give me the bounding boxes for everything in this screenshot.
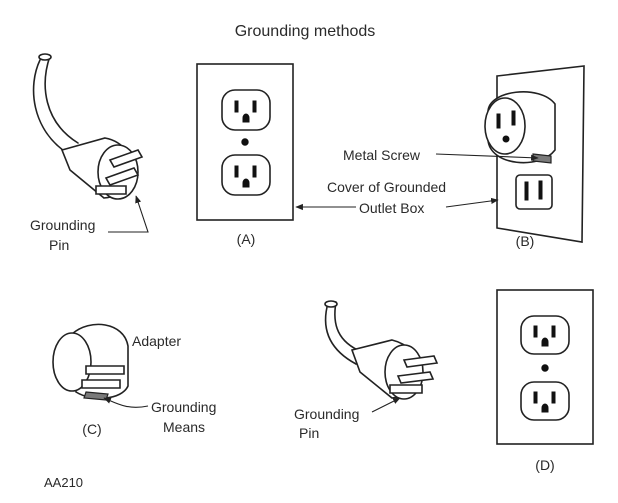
grounding-pin-label-right-2: Pin	[299, 425, 319, 441]
cover-label-2: Outlet Box	[359, 200, 424, 216]
plug-right-blade-bottom	[396, 371, 435, 384]
adapter-c	[52, 323, 129, 401]
adapter-b-slot-right	[511, 110, 516, 126]
outlet-d-top-ground-hole	[541, 337, 549, 347]
plug-right-blade-top	[402, 355, 439, 368]
grounding-means-label-1: Grounding	[151, 399, 216, 415]
outlet-d-receptacle-top	[520, 315, 570, 355]
adapter-c-ground-tab	[83, 391, 109, 401]
outlet-b-lower-slot-right	[538, 180, 543, 200]
outlet-a-top-slot-right	[252, 100, 257, 113]
panel-d-label: (D)	[535, 457, 554, 473]
adapter-c-prong-top	[85, 365, 125, 375]
figure-code: AA210	[44, 475, 83, 490]
adapter-label: Adapter	[132, 333, 181, 349]
adapter-c-prong-bottom	[81, 379, 121, 389]
plug-grounding-pin	[95, 185, 127, 195]
grounding-means-pointer	[103, 397, 149, 408]
plug-blade-bottom	[104, 167, 140, 186]
outlet-d-receptacle-bottom	[520, 381, 570, 421]
outlet-b-lower-receptacle	[515, 174, 553, 210]
adapter-b-face	[484, 97, 526, 155]
outlet-a-bottom-slot-left	[234, 165, 239, 178]
outlet-a-bottom-ground-hole	[242, 178, 250, 188]
cover-pointer-right	[445, 197, 499, 208]
plug-cord-outline-outer	[32, 59, 71, 156]
outlet-d-top-slot-right	[551, 325, 556, 338]
outlet-d-bottom-slot-right	[551, 391, 556, 404]
outlet-a-top-ground-hole	[242, 113, 250, 123]
grounding-pin-pointer-left	[108, 195, 149, 233]
plug-cord-outline-inner	[44, 55, 79, 144]
adapter-b-slot-left	[496, 113, 501, 129]
cover-label-1: Cover of Grounded	[327, 179, 446, 195]
metal-screw-label: Metal Screw	[343, 147, 421, 163]
grounding-pin-label-left-1: Grounding	[30, 217, 95, 233]
outlet-a-receptacle-top	[221, 89, 271, 131]
outlet-a-bottom-slot-right	[252, 165, 257, 178]
outlet-a-receptacle-bottom	[221, 154, 271, 196]
diagram-title: Grounding methods	[235, 23, 376, 40]
plug-right-cord-end	[324, 300, 338, 308]
outlet-a	[196, 63, 294, 221]
cord-end	[38, 53, 52, 61]
adapter-c-face	[52, 332, 92, 392]
plug-right-cord-inner	[334, 301, 363, 353]
outlet-d-bottom-slot-left	[533, 391, 538, 404]
outlet-a-center-screw	[241, 138, 249, 146]
outlet-d-center-screw	[541, 364, 549, 372]
grounding-pin-label-left-2: Pin	[49, 237, 69, 253]
panel-b-label: (B)	[516, 233, 535, 249]
outlet-d-top-slot-left	[533, 325, 538, 338]
plug-right-grounding-pin	[389, 384, 423, 394]
outlet-b-lower-slot-left	[524, 181, 529, 201]
grounding-pin-label-right-1: Grounding	[294, 406, 359, 422]
three-prong-plug-left	[32, 53, 144, 200]
panel-a-label: (A)	[237, 231, 256, 247]
metal-screw-tab	[532, 153, 552, 164]
outlet-b	[484, 65, 585, 243]
outlet-d	[496, 289, 594, 445]
panel-c-label: (C)	[82, 421, 101, 437]
plug-blade-top	[108, 149, 144, 168]
outlet-a-top-slot-left	[234, 100, 239, 113]
adapter-b-ground-hole	[502, 135, 510, 143]
outlet-d-bottom-ground-hole	[541, 403, 549, 413]
metal-screw-pointer	[435, 153, 539, 161]
grounding-pin-pointer-right	[371, 397, 401, 413]
three-prong-plug-right	[324, 300, 439, 400]
grounding-means-label-2: Means	[163, 419, 205, 435]
plug-right-cord-outer	[324, 306, 357, 365]
